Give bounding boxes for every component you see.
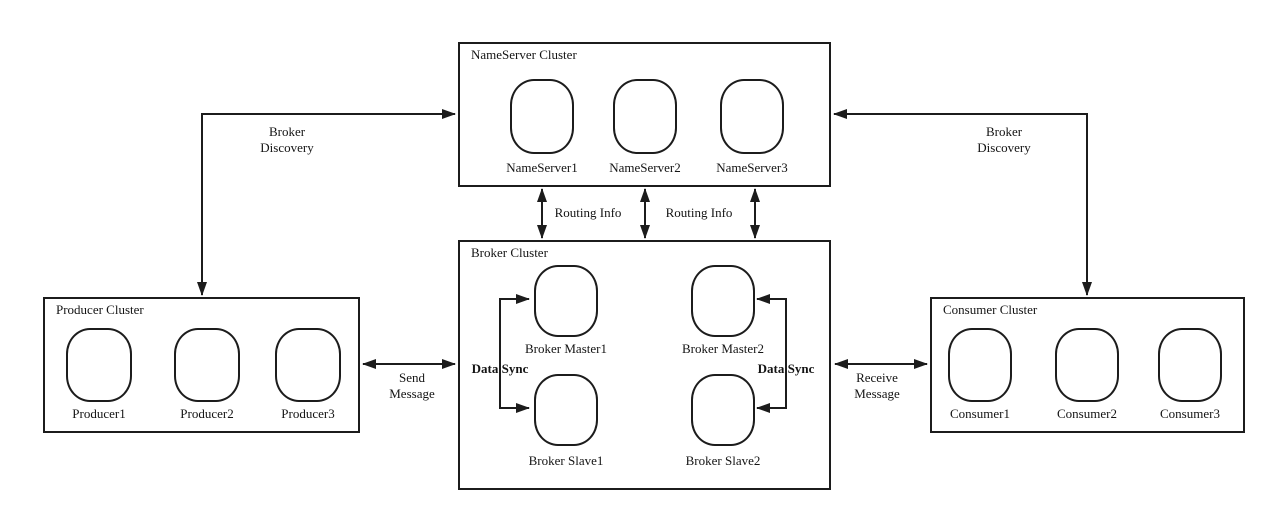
nameserver3-shape (720, 79, 784, 154)
nameserver1-label: NameServer1 (506, 160, 578, 175)
broker-discovery-right-label: Broker Discovery (944, 124, 1064, 156)
data-sync-right-label: Data Sync (757, 361, 815, 376)
send-message-label: Send Message (352, 370, 472, 402)
broker-cluster-box: Broker Cluster Broker Master1 Broker Mas… (458, 240, 831, 490)
broker-master1-shape (534, 265, 598, 337)
producer1-shape (66, 328, 132, 402)
broker-master2-label: Broker Master2 (682, 341, 764, 356)
nameserver2-label: NameServer2 (609, 160, 681, 175)
broker-slave1-shape (534, 374, 598, 446)
routing-info-left-label: Routing Info (554, 205, 622, 220)
producer-cluster-box: Producer Cluster Producer1 Producer2 Pro… (43, 297, 360, 433)
broker-discovery-left-line1: Broker (268, 124, 306, 139)
producer3-label: Producer3 (281, 406, 335, 421)
consumer-cluster-title: Consumer Cluster (943, 302, 1038, 317)
producer2-label: Producer2 (180, 406, 234, 421)
producer3-shape (275, 328, 341, 402)
consumer2-label: Consumer2 (1057, 406, 1117, 421)
consumer-cluster-box: Consumer Cluster Consumer1 Consumer2 Con… (930, 297, 1245, 433)
receive-message-line2: Message (854, 386, 900, 401)
broker-slave2-label: Broker Slave2 (685, 453, 761, 468)
producer1-label: Producer1 (72, 406, 126, 421)
broker-discovery-right-line2: Discovery (977, 140, 1031, 155)
consumer3-label: Consumer3 (1160, 406, 1220, 421)
consumer2-shape (1055, 328, 1119, 402)
consumer3-shape (1158, 328, 1222, 402)
send-message-line1: Send (399, 370, 425, 385)
nameserver-cluster-title: NameServer Cluster (471, 47, 577, 62)
receive-message-label: Receive Message (817, 370, 937, 402)
consumer1-label: Consumer1 (950, 406, 1010, 421)
broker-master1-label: Broker Master1 (525, 341, 607, 356)
broker-cluster-title: Broker Cluster (471, 245, 548, 260)
nameserver-cluster-box: NameServer Cluster NameServer1 NameServe… (458, 42, 831, 187)
nameserver2-shape (613, 79, 677, 154)
consumer1-shape (948, 328, 1012, 402)
data-sync-left-label: Data Sync (471, 361, 529, 376)
send-message-line2: Message (389, 386, 435, 401)
broker-master2-shape (691, 265, 755, 337)
producer2-shape (174, 328, 240, 402)
broker-discovery-right-line1: Broker (985, 124, 1023, 139)
broker-discovery-left-label: Broker Discovery (227, 124, 347, 156)
broker-discovery-left-line2: Discovery (260, 140, 314, 155)
routing-info-right-label: Routing Info (665, 205, 733, 220)
nameserver3-label: NameServer3 (716, 160, 788, 175)
nameserver1-shape (510, 79, 574, 154)
producer-cluster-title: Producer Cluster (56, 302, 144, 317)
receive-message-line1: Receive (856, 370, 898, 385)
broker-slave1-label: Broker Slave1 (528, 453, 604, 468)
broker-slave2-shape (691, 374, 755, 446)
